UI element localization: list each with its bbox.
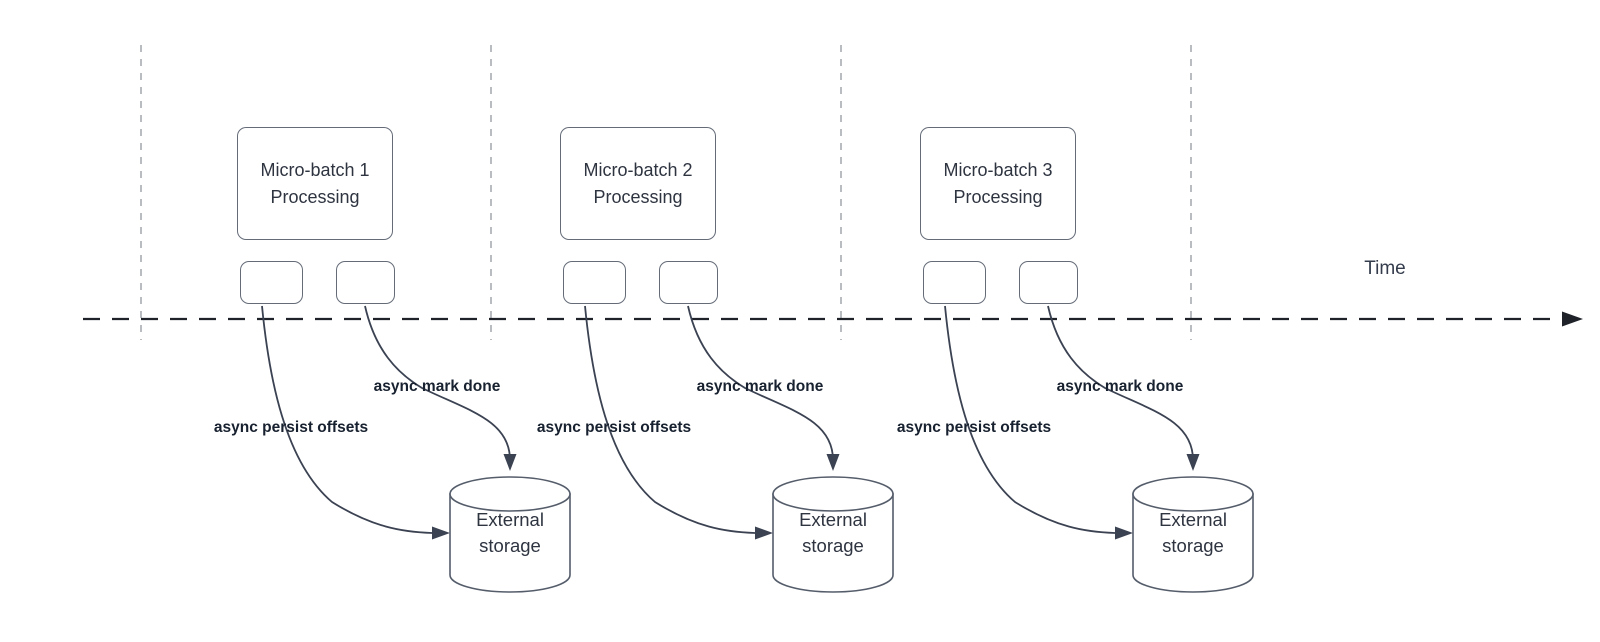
cylinder-top	[1132, 476, 1254, 512]
batch1-persist-offsets-arrow	[261, 305, 433, 534]
cylinder-body	[449, 493, 571, 593]
cylinder-body	[1132, 493, 1254, 593]
batch3-mark-done-arrowhead-icon	[1186, 454, 1200, 471]
batch1-storage-cylinder-icon	[449, 476, 571, 593]
batch1-arrows	[261, 305, 511, 534]
batch1-mark-done-arrow	[364, 305, 511, 461]
batch2-mark-done-arrowhead-icon	[826, 454, 840, 471]
batch2-storage-cylinder-icon	[772, 476, 894, 593]
batch2-arrows	[584, 305, 834, 534]
batch3-storage-cylinder-icon	[1132, 476, 1254, 593]
time-axis-arrowhead-icon	[1562, 311, 1583, 327]
batch3-arrows	[944, 305, 1194, 534]
cylinder-body	[772, 493, 894, 593]
time-axis-label: Time	[1364, 258, 1406, 279]
batch2-persist-offsets-arrow	[584, 305, 756, 534]
batch3-persist-arrowhead-icon	[1115, 526, 1133, 540]
batch2-persist-arrowhead-icon	[755, 526, 773, 540]
batch1-persist-arrowhead-icon	[432, 526, 450, 540]
batch3-persist-offsets-arrow	[944, 305, 1116, 534]
batch1-mark-done-arrowhead-icon	[503, 454, 517, 471]
batch2-mark-done-arrow	[687, 305, 834, 461]
cylinder-top	[772, 476, 894, 512]
time-guide-lines	[140, 45, 1192, 340]
batch3-mark-done-arrow	[1047, 305, 1194, 461]
cylinder-top	[449, 476, 571, 512]
